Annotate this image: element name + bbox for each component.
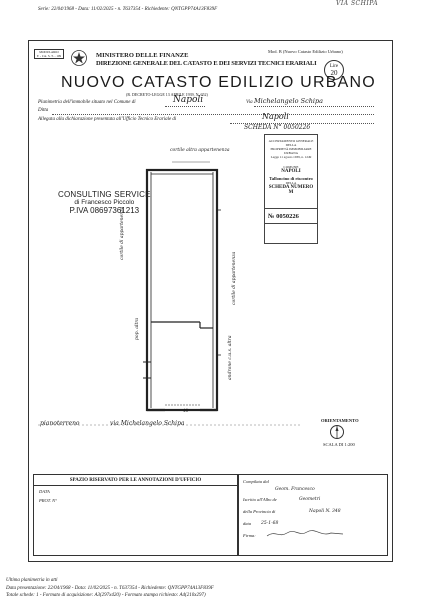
stamp-comune-label: COMUNE (283, 165, 299, 169)
via-label: Via (246, 100, 253, 105)
ministry-line2: DIREZIONE GENERALE DEL CATASTO E DEI SER… (96, 60, 317, 67)
mod-label: Mod. B (Nuovo Catasto Edilizio Urbano) (268, 49, 343, 54)
orientation-label: ORIENTAMENTO (321, 418, 359, 423)
plan-right-label: cortile di appartenenza (232, 251, 237, 305)
della-value: Napoli N. 348 (309, 509, 341, 514)
plan-via-label: via Michelangelo Schipa (110, 420, 185, 427)
via-underline (254, 106, 374, 107)
footer-line3: Totale schede: 1 - Formato di acquisizio… (6, 593, 206, 598)
compass-needle-icon (335, 426, 339, 438)
main-title: NUOVO CATASTO EDILIZIO URBANO (61, 74, 376, 91)
comune-underline (165, 106, 205, 107)
plan-outer-wall (145, 168, 219, 412)
compiler-box: Compilata dal Geom. Francesco Iscritto a… (238, 474, 388, 556)
via-value: Michelangelo Schipa (254, 97, 324, 105)
office-notes-divider (34, 485, 237, 486)
stamp-number: № 0050226 (264, 208, 318, 224)
stamp-talloncino: Talloncino di riscontro (269, 176, 313, 181)
sheet-border (28, 40, 393, 562)
office-notes-data: DATA (39, 489, 50, 494)
lire-stamp: Lire 20 (324, 60, 344, 80)
planimetria-label: Planimetria dell'immobile situato nel Co… (38, 100, 136, 105)
allegata-value: Napoli (262, 112, 289, 121)
della-label: della Provincia di (243, 509, 276, 514)
signature-icon (266, 530, 344, 537)
office-notes-prot: PROT. N° (39, 498, 57, 503)
compilata-label: Compilata dal (243, 479, 269, 484)
office-notes-box: SPAZIO RISERVATO PER LE ANNOTAZIONI D'UF… (33, 474, 238, 556)
compass-icon (330, 425, 344, 439)
consulting-piva: P.IVA 08697361213 (69, 206, 140, 215)
comune-value: Napoli (173, 95, 204, 105)
office-notes-title: SPAZIO RISERVATO PER LE ANNOTAZIONI D'UF… (69, 478, 202, 483)
stamp-scheda-numero: SCHEDA NUMERO (268, 185, 314, 190)
plan-top-label: cortile altra appartenenza (170, 148, 230, 153)
iscritto-value: Geometri (299, 497, 321, 502)
footer-line1: Ultima planimetria in atti (6, 578, 58, 583)
scheda-handwritten: SCHEDA N° 0050226 (244, 124, 311, 131)
plan-mid-left-label: pop. altra (135, 317, 140, 340)
plan-floor-label: pianoterreno (40, 420, 80, 427)
emblem-icon (71, 50, 87, 66)
consulting-stamp: CONSULTING SERVICE di Francesco Piccolo … (58, 190, 151, 215)
stamp-della: DELLA (285, 181, 297, 185)
ministry-line1: MINISTERO DELLE FINANZE (96, 52, 189, 59)
ministry-code: MODULARIO F. - Cat. S. T. - 109 (36, 50, 62, 58)
footer-line2: Data presentazione: 22/04/1968 - Data: 1… (6, 586, 214, 591)
stamp-m: M (288, 190, 294, 195)
ditta-underline (52, 114, 374, 115)
scale-label: SCALA DI 1:200 (323, 442, 355, 447)
allegata-label: Allegata alla dichiarazione presentata a… (38, 117, 177, 122)
firma-label: Firma: (243, 533, 256, 538)
header-top-line: Serie: 22/04/1968 - Data: 11/02/2025 - n… (38, 7, 218, 12)
stamp-comune-value: NAPOLI (281, 169, 301, 174)
stamp-line3: Legge 11 agosto 1939, n. 1249 (270, 155, 312, 159)
stamp-line2: PROPRIETÀ IMMOBILIARE URBANA (270, 147, 312, 155)
registry-stamp: ACCERTAMENTO GENERALE DELLA PROPRIETÀ IM… (264, 134, 318, 244)
plan-height-marker: 46 (183, 409, 188, 414)
compilata-value: Geom. Francesco (275, 487, 315, 492)
corner-handwritten: VIA SCHIPA (336, 0, 379, 7)
consulting-title: CONSULTING SERVICE (58, 190, 151, 199)
stamp-line1: ACCERTAMENTO GENERALE DELLA (268, 139, 314, 147)
iscritto-label: Iscritto all'Albo de (243, 497, 277, 502)
allegata-underline (230, 123, 374, 124)
ditta-label: Ditta (38, 108, 49, 113)
consulting-name: di Francesco Piccolo (74, 199, 135, 206)
lire-value: 20 (330, 69, 338, 77)
decree: (R. DECRETO-LEGGE 13 APRILE 1939, N. 652… (126, 92, 208, 97)
plan-mid-right-label: androne c.u.s. altra (228, 335, 233, 380)
data-value: 25-1-68 (261, 521, 279, 526)
lire-label: Lire (329, 64, 339, 69)
plan-left-label: cortile di appartenenza (120, 206, 125, 260)
data-label: data (243, 521, 252, 526)
ministry-code-box: MODULARIO F. - Cat. S. T. - 109 (34, 49, 64, 59)
